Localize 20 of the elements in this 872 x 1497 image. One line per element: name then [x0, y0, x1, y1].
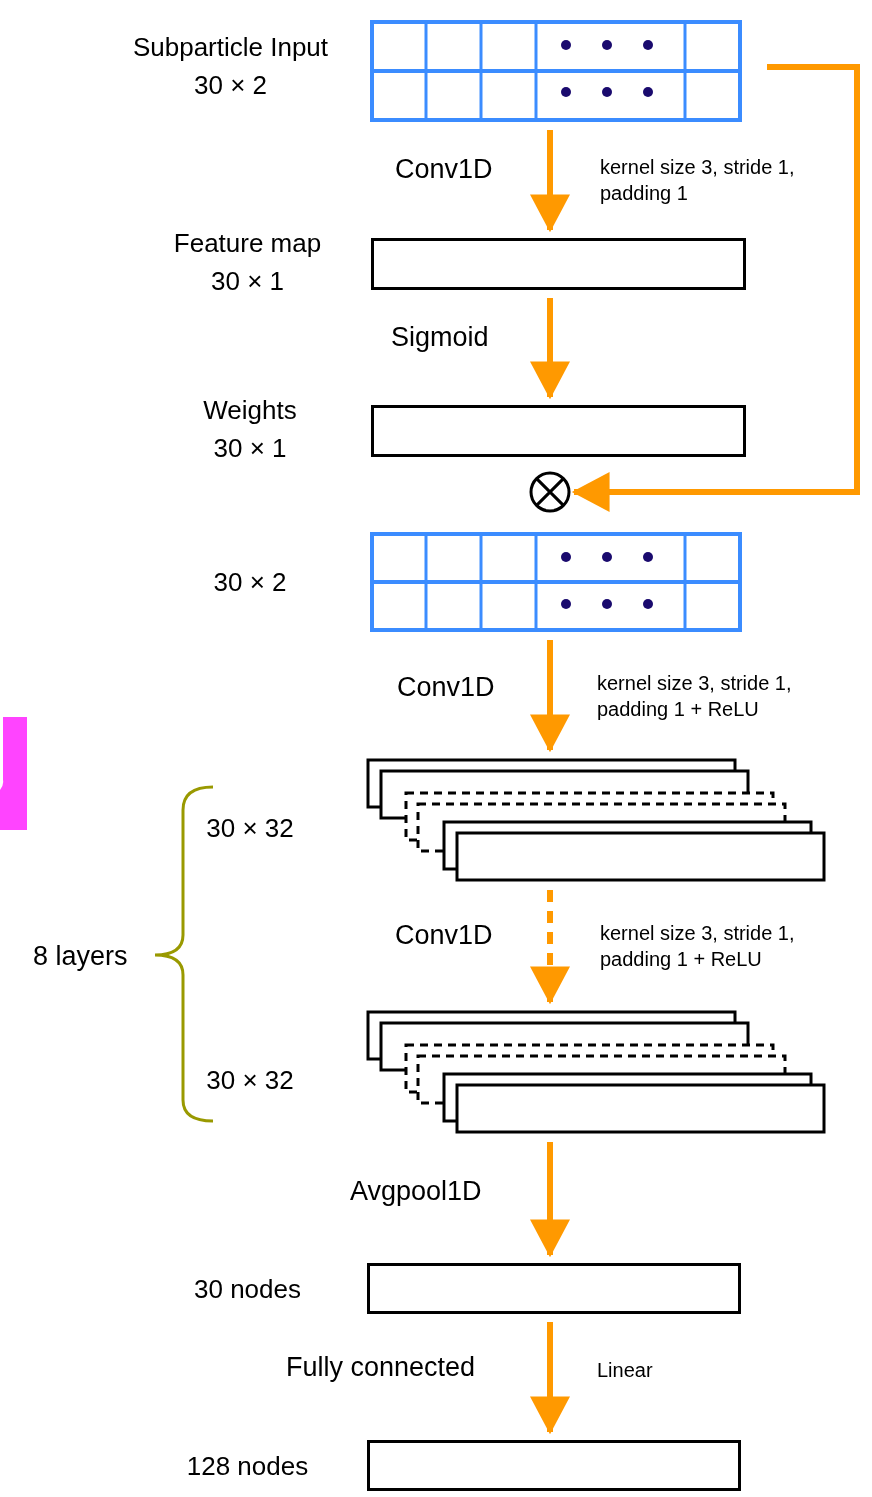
layer-label: 128 nodes	[185, 1450, 310, 1483]
note-text: 8 layers	[33, 940, 129, 972]
layer-label: 30 × 32	[205, 812, 295, 845]
note-text: Linear	[597, 1358, 654, 1383]
arrow	[530, 640, 570, 753]
note-text: kernel size 3, stride 1, padding 1 + ReLU	[600, 921, 796, 972]
note-text: kernel size 3, stride 1, padding 1	[600, 155, 796, 206]
layer-label: Feature map 30 × 1	[172, 227, 323, 298]
layer-label: 30 × 2	[212, 566, 288, 599]
layer-label: 30 nodes	[193, 1273, 302, 1306]
arrow	[571, 64, 860, 512]
arrow	[530, 890, 570, 1005]
note-text: kernel size 3, stride 1, padding 1 + ReLU	[597, 671, 793, 722]
layer-label: Weights 30 × 1	[202, 394, 298, 465]
arrow	[530, 1142, 570, 1258]
arrow	[530, 130, 570, 233]
layer-label: Subparticle Input 30 × 2	[131, 31, 330, 102]
arrow	[530, 1322, 570, 1435]
layer-label: 30 × 32	[205, 1064, 295, 1097]
arrow	[530, 298, 570, 400]
